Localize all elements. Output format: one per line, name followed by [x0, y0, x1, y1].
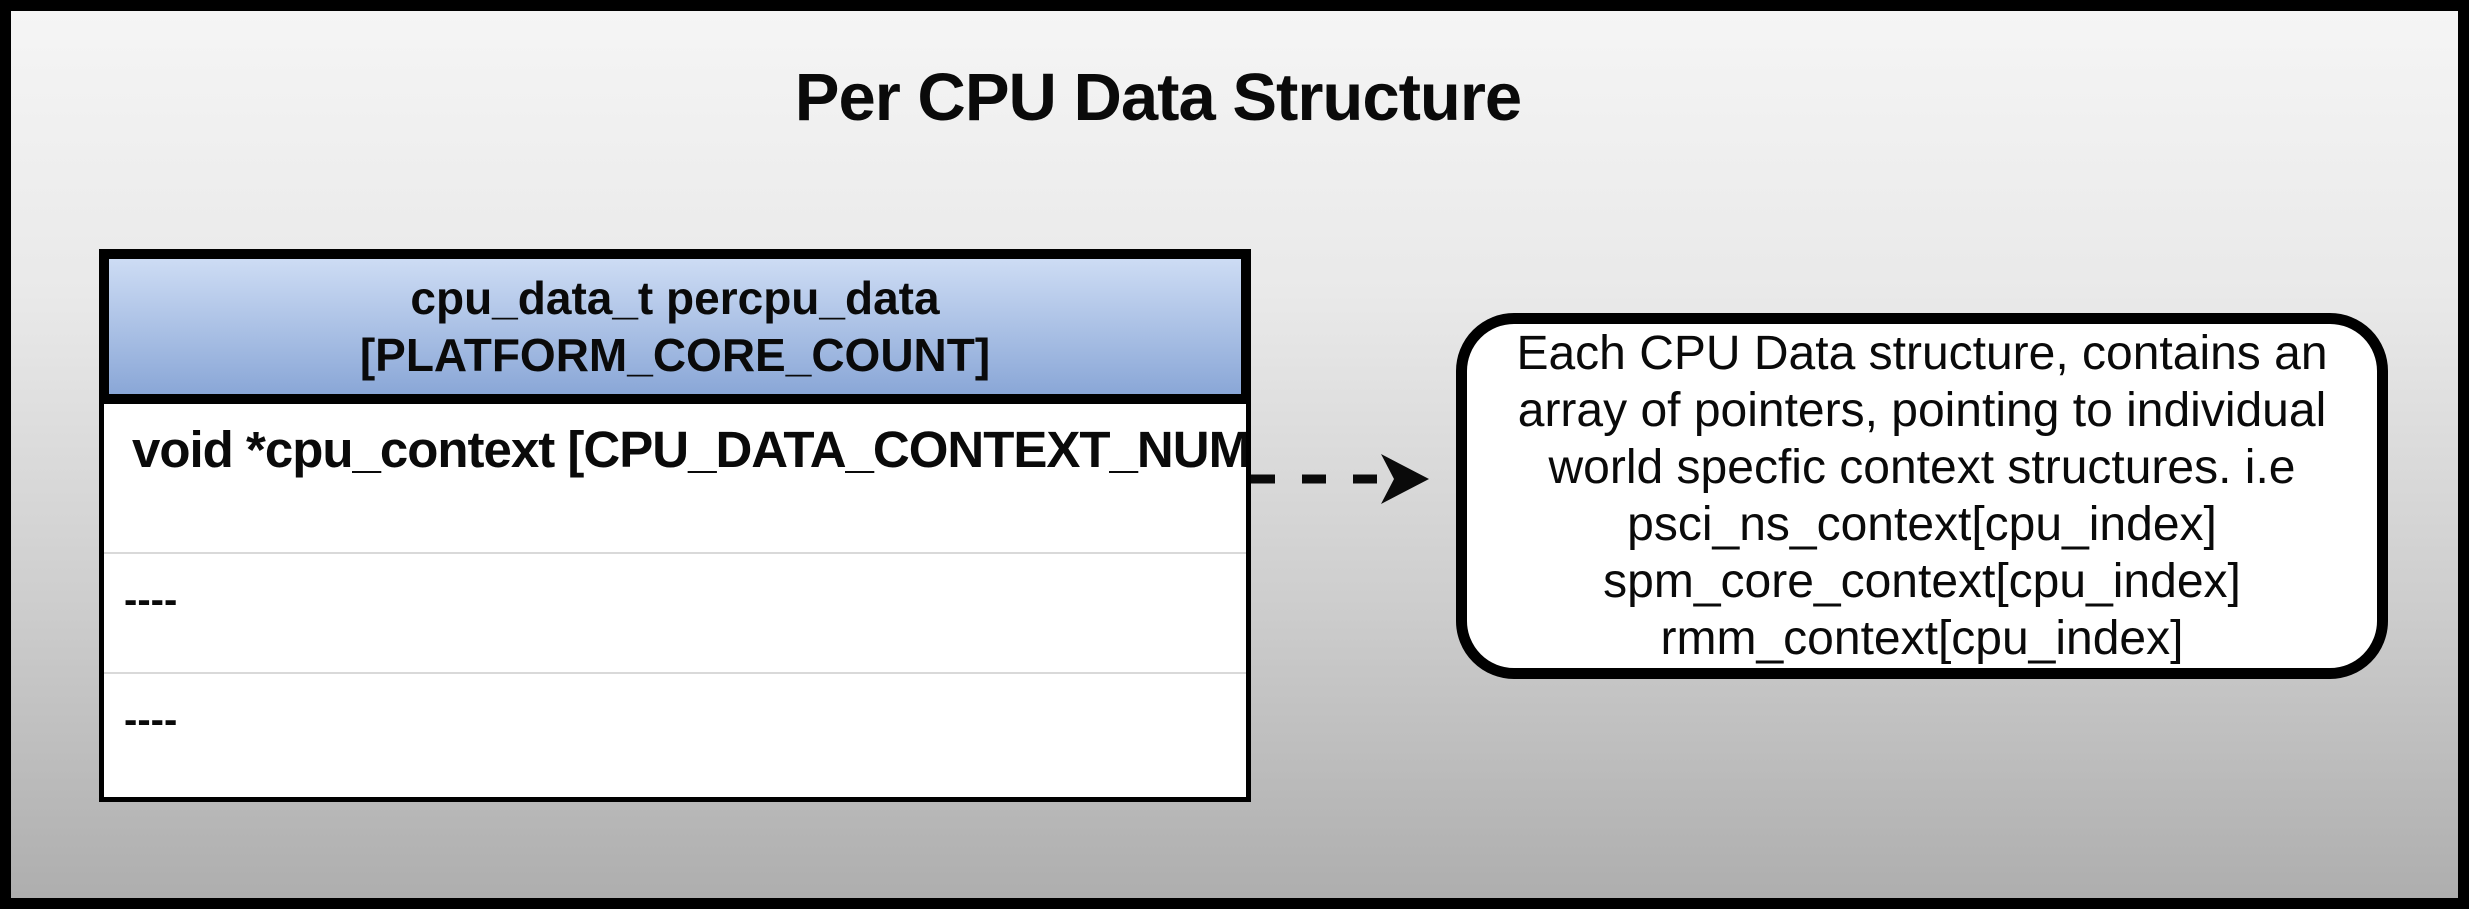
table-header-line-1: cpu_data_t percpu_data: [410, 271, 940, 324]
cpu-data-table: cpu_data_t percpu_data [PLATFORM_CORE_CO…: [99, 249, 1251, 802]
table-header-line-2: [PLATFORM_CORE_COUNT]: [359, 328, 991, 381]
callout-line-5: spm_core_context[cpu_index]: [1603, 555, 2241, 608]
table-header: cpu_data_t percpu_data [PLATFORM_CORE_CO…: [99, 249, 1251, 404]
callout-line-6: rmm_context[cpu_index]: [1660, 612, 2184, 665]
callout-line-2: array of pointers, pointing to individua…: [1517, 384, 2327, 437]
callout-line-4: psci_ns_context[cpu_index]: [1627, 498, 2217, 551]
diagram-title: Per CPU Data Structure: [794, 60, 1522, 135]
callout-line-1: Each CPU Data structure, contains an: [1516, 327, 2328, 380]
table-row-placeholder-2: ----: [104, 672, 1246, 797]
table-row-cpu-context: void *cpu_context [CPU_DATA_CONTEXT_NUM]: [132, 421, 1246, 478]
callout-box: Each CPU Data structure, contains an arr…: [1456, 313, 2388, 679]
table-row-placeholder-1: ----: [104, 552, 1246, 672]
callout-line-3: world specfic context structures. i.e: [1548, 441, 2296, 494]
dashed-arrow-icon: [1251, 454, 1429, 504]
table-body: void *cpu_context [CPU_DATA_CONTEXT_NUM]…: [99, 404, 1251, 802]
